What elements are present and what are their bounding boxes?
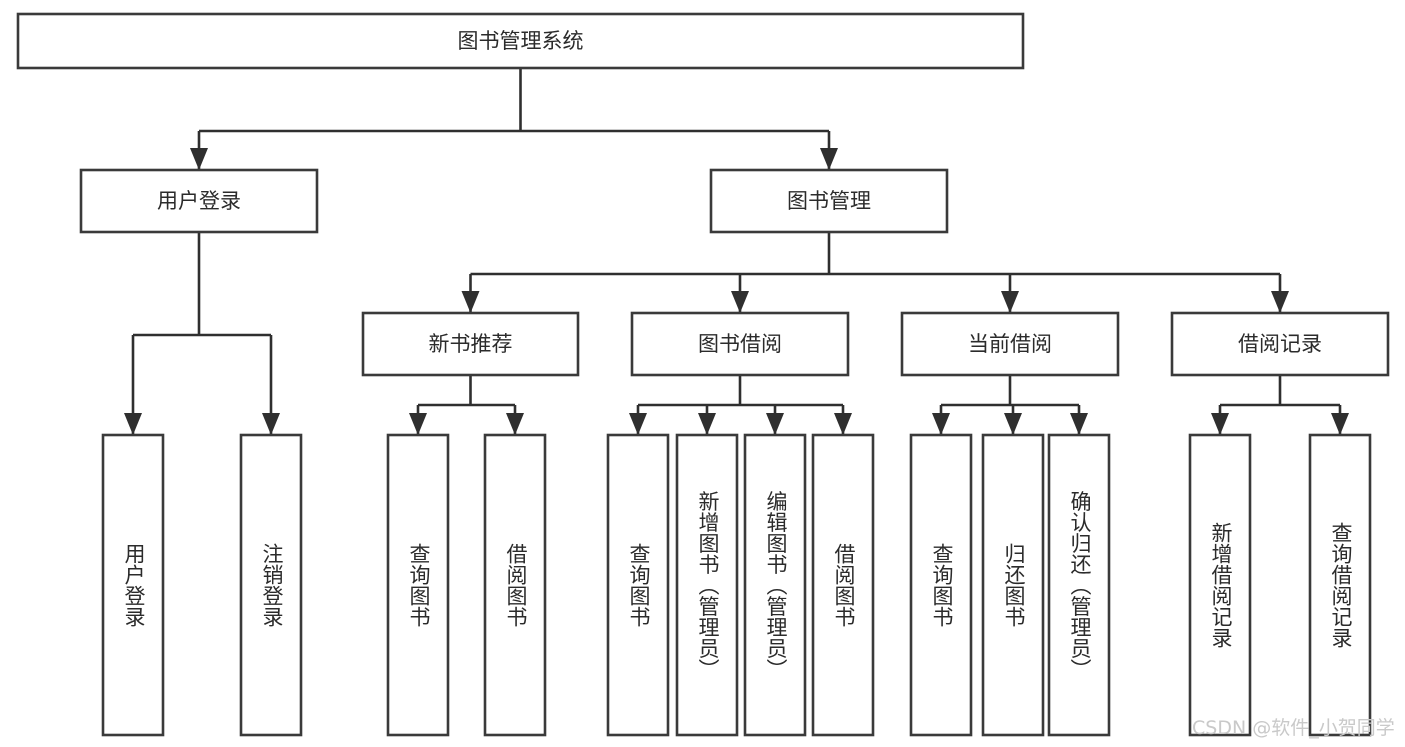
arrow-head-icon: [461, 291, 480, 313]
level2-node-1-box[interactable]: [79, 168, 319, 234]
arrow-head-icon: [1331, 413, 1349, 435]
arrow-head-icon: [409, 413, 427, 435]
arrow-head-icon: [731, 291, 749, 313]
level3-node-2-box[interactable]: [630, 311, 850, 377]
leaf-node-12[interactable]: 新增借阅记录: [1188, 433, 1252, 737]
level3-node-1-label: 新书推荐: [429, 332, 513, 356]
leaf-node-1[interactable]: 用户登录: [101, 433, 165, 737]
leaf-node-8-label: 借阅图书: [832, 543, 856, 627]
leaf-node-9[interactable]: 查询图书: [909, 433, 973, 737]
leaf-node-13-box[interactable]: [1308, 433, 1372, 737]
level2-node-2-box[interactable]: [709, 168, 949, 234]
arrow-head-icon: [629, 413, 647, 435]
leaf-node-6[interactable]: 新增图书（管理员）: [675, 433, 739, 737]
level3-node-4-box[interactable]: [1170, 311, 1390, 377]
leaf-node-9-box[interactable]: [909, 433, 973, 737]
leaf-node-3-label: 查询图书: [407, 543, 431, 627]
leaf-node-11-box[interactable]: [1047, 433, 1111, 737]
leaf-node-5-box[interactable]: [606, 433, 670, 737]
leaf-node-6-box[interactable]: [675, 433, 739, 737]
leaf-node-13[interactable]: 查询借阅记录: [1308, 433, 1372, 737]
leaf-node-7-box[interactable]: [743, 433, 807, 737]
arrow-head-icon: [766, 413, 784, 435]
leaf-node-8-box[interactable]: [811, 433, 875, 737]
leaf-node-13-label: 查询借阅记录: [1329, 522, 1353, 648]
level2-node-2-label: 图书管理: [787, 189, 871, 213]
leaf-node-2-box[interactable]: [239, 433, 303, 737]
arrow-head-icon: [820, 148, 838, 170]
leaf-node-2[interactable]: 注销登录: [239, 433, 303, 737]
leaf-node-4[interactable]: 借阅图书: [483, 433, 547, 737]
leaf-node-9-label: 查询图书: [930, 543, 954, 627]
level2-node-2[interactable]: 图书管理: [709, 168, 949, 234]
leaf-node-3[interactable]: 查询图书: [386, 433, 450, 737]
level3-node-4-label: 借阅记录: [1238, 332, 1322, 356]
leaf-node-12-box[interactable]: [1188, 433, 1252, 737]
arrow-head-icon: [1004, 413, 1022, 435]
level3-node-2[interactable]: 图书借阅: [630, 311, 850, 377]
leaf-node-5-label: 查询图书: [627, 543, 651, 627]
level3-node-3-box[interactable]: [900, 311, 1120, 377]
leaf-node-2-label: 注销登录: [260, 543, 284, 627]
leaf-node-4-label: 借阅图书: [504, 543, 528, 627]
leaf-node-11[interactable]: 确认归还（管理员）: [1047, 433, 1111, 737]
root-node-book-management-system-box[interactable]: [16, 12, 1025, 70]
level3-node-3[interactable]: 当前借阅: [900, 311, 1120, 377]
level3-node-4[interactable]: 借阅记录: [1170, 311, 1390, 377]
root-node-book-management-system[interactable]: 图书管理系统: [16, 12, 1025, 70]
connector-layer: [124, 68, 1349, 435]
arrow-head-icon: [1211, 413, 1229, 435]
csdn-watermark: CSDN @软件_小贺同学: [1192, 717, 1395, 739]
leaf-node-10-box[interactable]: [981, 433, 1045, 737]
level3-node-1[interactable]: 新书推荐: [361, 311, 580, 377]
level2-node-1-label: 用户登录: [157, 189, 241, 213]
root-node-book-management-system-label: 图书管理系统: [458, 29, 584, 53]
leaf-node-11-label: 确认归还（管理员）: [1068, 491, 1092, 680]
leaf-node-4-box[interactable]: [483, 433, 547, 737]
arrow-head-icon: [1070, 413, 1088, 435]
leaf-node-10[interactable]: 归还图书: [981, 433, 1045, 737]
arrow-head-icon: [698, 413, 716, 435]
leaf-node-1-label: 用户登录: [122, 543, 146, 627]
arrow-head-icon: [190, 148, 208, 170]
arrow-head-icon: [124, 413, 142, 435]
level3-node-3-label: 当前借阅: [968, 332, 1052, 356]
leaf-node-7-label: 编辑图书（管理员）: [764, 491, 788, 680]
level3-node-2-label: 图书借阅: [698, 332, 782, 356]
leaf-node-1-box[interactable]: [101, 433, 165, 737]
leaf-node-5[interactable]: 查询图书: [606, 433, 670, 737]
node-layer: 图书管理系统用户登录图书管理新书推荐图书借阅当前借阅借阅记录用户登录注销登录查询…: [16, 12, 1390, 737]
arrow-head-icon: [262, 413, 280, 435]
leaf-node-8[interactable]: 借阅图书: [811, 433, 875, 737]
leaf-node-7[interactable]: 编辑图书（管理员）: [743, 433, 807, 737]
arrow-head-icon: [932, 413, 950, 435]
leaf-node-3-box[interactable]: [386, 433, 450, 737]
arrow-head-icon: [1001, 291, 1019, 313]
leaf-node-12-label: 新增借阅记录: [1209, 522, 1233, 648]
arrow-head-icon: [506, 413, 524, 435]
level3-node-1-box[interactable]: [361, 311, 580, 377]
arrow-head-icon: [1271, 291, 1289, 313]
arrow-head-icon: [834, 413, 852, 435]
leaf-node-6-label: 新增图书（管理员）: [696, 491, 720, 680]
leaf-node-10-label: 归还图书: [1002, 543, 1026, 627]
level2-node-1[interactable]: 用户登录: [79, 168, 319, 234]
